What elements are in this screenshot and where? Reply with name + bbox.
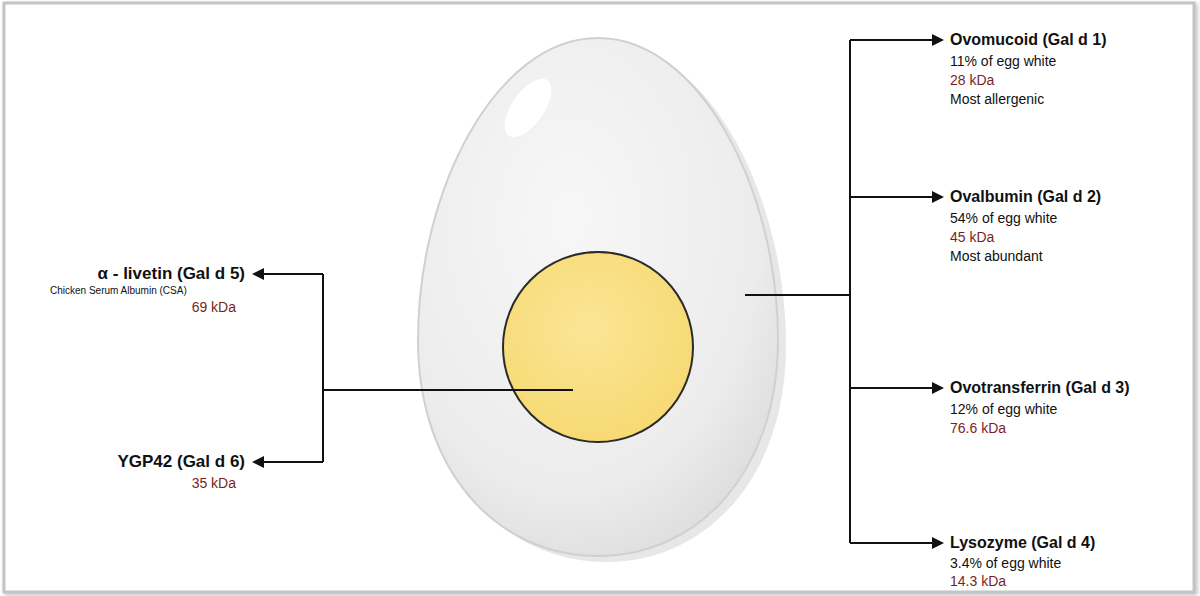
frame [4, 3, 1194, 592]
egg-white [418, 38, 778, 556]
share-note: 3.4% of egg white [950, 554, 1061, 572]
allergen-name: Lysozyme (Gal d 4) [950, 533, 1095, 553]
feature-note: Most abundant [950, 247, 1043, 265]
share-note: 12% of egg white [950, 400, 1057, 418]
allergen-name: Ovomucoid (Gal d 1) [950, 30, 1106, 50]
mass-value: 35 kDa [192, 474, 236, 492]
share-note: 54% of egg white [950, 209, 1057, 227]
egg-yolk [503, 252, 693, 442]
allergen-name: Ovalbumin (Gal d 2) [950, 187, 1101, 207]
share-note: 11% of egg white [950, 52, 1056, 70]
mass-value: 14.3 kDa [950, 572, 1006, 590]
mass-value: 76.6 kDa [950, 419, 1006, 437]
allergen-name: α - livetin (Gal d 5) [98, 263, 245, 285]
mass-value: 69 kDa [192, 298, 236, 316]
allergen-name: YGP42 (Gal d 6) [117, 451, 245, 473]
mass-value: 45 kDa [950, 228, 994, 246]
allergen-name: Ovotransferrin (Gal d 3) [950, 378, 1130, 398]
egg-highlight [495, 71, 560, 145]
synonym-note: Chicken Serum Albumin (CSA) [50, 285, 187, 297]
feature-note: Most allergenic [950, 90, 1044, 108]
mass-value: 28 kDa [950, 71, 994, 89]
arrowheads [252, 34, 944, 549]
leader-lines [262, 40, 934, 543]
